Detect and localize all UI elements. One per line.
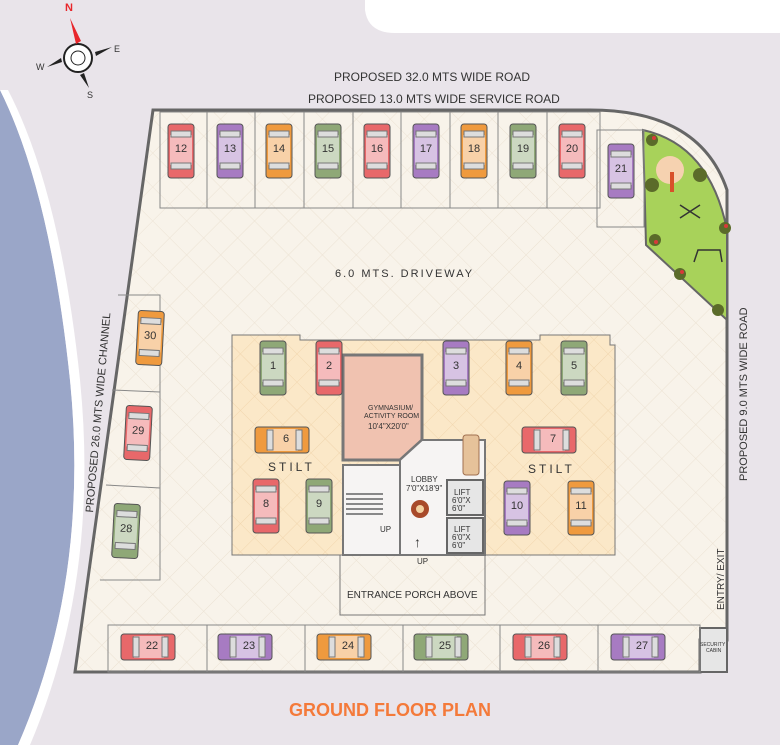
- parking-car-2: 2: [315, 340, 343, 396]
- parking-number: 24: [341, 640, 355, 652]
- parking-number: 5: [570, 360, 578, 372]
- lift-2-label: LIFT: [454, 525, 471, 534]
- stair-up-label: UP: [380, 525, 392, 534]
- lift-1-size1: 6'0"X: [452, 496, 471, 505]
- parking-number: 8: [262, 498, 270, 510]
- parking-number: 9: [315, 498, 323, 510]
- parking-car-4: 4: [505, 340, 533, 396]
- parking-car-26: 26: [512, 633, 568, 661]
- lift-1-label: LIFT: [454, 488, 471, 497]
- parking-car-16: 16: [363, 123, 391, 179]
- parking-car-14: 14: [265, 123, 293, 179]
- parking-car-8: 8: [252, 478, 280, 534]
- gym-size: 10'4"X20'0": [368, 422, 409, 431]
- parking-number: 4: [515, 360, 523, 372]
- parking-car-6: 6: [254, 426, 310, 454]
- parking-number: 25: [438, 640, 452, 652]
- parking-car-17: 17: [412, 123, 440, 179]
- parking-car-19: 19: [509, 123, 537, 179]
- parking-car-7: 7: [521, 426, 577, 454]
- parking-car-27: 27: [610, 633, 666, 661]
- lobby-size: 7'0"X18'9": [406, 484, 443, 493]
- compass-north-label: N: [65, 2, 73, 14]
- parking-car-1: 1: [259, 340, 287, 396]
- lift-1-size2: 6'0": [452, 504, 466, 513]
- parking-number: 15: [321, 143, 335, 155]
- compass-south-label: S: [87, 90, 94, 100]
- parking-number: 20: [565, 143, 579, 155]
- parking-car-23: 23: [217, 633, 273, 661]
- parking-car-3: 3: [442, 340, 470, 396]
- parking-number: 6: [282, 433, 290, 445]
- stilt-left-label: STILT: [268, 460, 315, 474]
- compass-west-label: W: [36, 62, 45, 72]
- road-east: PROPOSED 9.0 MTS WIDE ROAD: [738, 307, 750, 481]
- entrance-porch-label: ENTRANCE PORCH ABOVE: [347, 590, 478, 601]
- lobby-name: LOBBY: [411, 475, 438, 484]
- parking-car-11: 11: [567, 480, 595, 536]
- parking-number: 7: [549, 433, 557, 445]
- parking-number: 17: [419, 143, 433, 155]
- parking-number: 2: [325, 360, 333, 372]
- lobby-up-arrow-icon: ↑: [414, 534, 421, 550]
- parking-number: 3: [452, 360, 460, 372]
- security-cabin-line1: SECURITY: [700, 642, 726, 648]
- parking-number: 18: [467, 143, 481, 155]
- parking-car-28: 28: [111, 502, 142, 559]
- lift-2-size2: 6'0": [452, 541, 466, 550]
- parking-car-20: 20: [558, 123, 586, 179]
- lift-2-size1: 6'0"X: [452, 533, 471, 542]
- parking-car-21: 21: [607, 143, 635, 199]
- compass-east-label: E: [114, 44, 121, 54]
- parking-number: 14: [272, 143, 286, 155]
- parking-number: 21: [614, 163, 628, 175]
- parking-number: 26: [537, 640, 551, 652]
- parking-car-30: 30: [135, 309, 166, 366]
- parking-car-18: 18: [460, 123, 488, 179]
- parking-car-25: 25: [413, 633, 469, 661]
- road-north-service: PROPOSED 13.0 MTS WIDE SERVICE ROAD: [308, 92, 560, 106]
- parking-car-12: 12: [167, 123, 195, 179]
- parking-number: 19: [516, 143, 530, 155]
- parking-number: 22: [145, 640, 159, 652]
- parking-car-15: 15: [314, 123, 342, 179]
- parking-car-10: 10: [503, 480, 531, 536]
- compass-icon: [47, 18, 112, 88]
- parking-car-13: 13: [216, 123, 244, 179]
- parking-number: 16: [370, 143, 384, 155]
- parking-number: 28: [119, 522, 133, 536]
- parking-number: 10: [510, 500, 524, 512]
- parking-car-9: 9: [305, 478, 333, 534]
- lobby-up-label: UP: [417, 557, 429, 566]
- parking-number: 30: [143, 329, 157, 343]
- gym-name: GYMNASIUM/: [368, 405, 414, 412]
- parking-number: 13: [223, 143, 237, 155]
- parking-car-24: 24: [316, 633, 372, 661]
- parking-number: 23: [242, 640, 256, 652]
- stilt-right-label: STILT: [528, 462, 575, 476]
- driveway-label: 6.0 MTS. DRIVEWAY: [335, 268, 475, 280]
- road-north-main: PROPOSED 32.0 MTS WIDE ROAD: [334, 70, 531, 84]
- plan-title: GROUND FLOOR PLAN: [289, 700, 491, 720]
- parking-number: 1: [269, 360, 277, 372]
- parking-number: 27: [635, 640, 649, 652]
- parking-number: 29: [131, 424, 145, 438]
- parking-number: 12: [174, 143, 188, 155]
- parking-number: 11: [575, 500, 587, 512]
- parking-car-22: 22: [120, 633, 176, 661]
- gym-name-2: ACTIVITY ROOM: [364, 413, 420, 420]
- security-cabin-line2: CABIN: [706, 648, 722, 654]
- parking-car-29: 29: [123, 404, 154, 461]
- entry-exit-label: ENTRY/ EXIT: [716, 548, 727, 611]
- parking-car-5: 5: [560, 340, 588, 396]
